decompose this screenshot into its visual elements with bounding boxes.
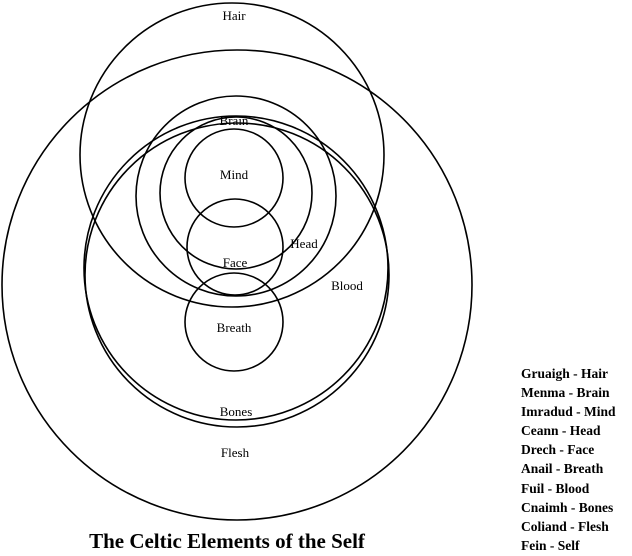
legend-item: Cnaimh - Bones — [521, 500, 613, 515]
legend-item: Imradud - Mind — [521, 404, 616, 419]
hair-label: Hair — [222, 8, 246, 23]
legend-item: Drech - Face — [521, 442, 594, 457]
legend-item: Anail - Breath — [521, 461, 604, 476]
brain-label: Brain — [220, 113, 249, 128]
flesh-circle — [1, 49, 473, 521]
breath-circle — [184, 272, 284, 372]
face-label: Face — [223, 255, 248, 270]
head-label: Head — [290, 236, 318, 251]
legend-item: Menma - Brain — [521, 385, 610, 400]
brain-circle — [159, 116, 313, 270]
blood-label: Blood — [331, 278, 363, 293]
bones-label: Bones — [220, 404, 253, 419]
diagram-title: The Celtic Elements of the Self — [89, 529, 366, 553]
blood-circle — [83, 115, 389, 421]
legend-item: Fuil - Blood — [521, 481, 590, 496]
legend-item: Ceann - Head — [521, 423, 601, 438]
mind-label: Mind — [220, 167, 249, 182]
bones-circle — [84, 122, 390, 428]
breath-label: Breath — [217, 320, 252, 335]
legend-item: Fein - Self — [521, 538, 580, 553]
mind-circle — [184, 128, 284, 228]
flesh-label: Flesh — [221, 445, 250, 460]
legend: Gruaigh - Hair Menma - Brain Imradud - M… — [521, 366, 616, 553]
face-circle — [186, 198, 284, 296]
hair-circle — [79, 2, 385, 308]
legend-item: Gruaigh - Hair — [521, 366, 608, 381]
head-circle — [135, 95, 337, 297]
legend-item: Coliand - Flesh — [521, 519, 609, 534]
